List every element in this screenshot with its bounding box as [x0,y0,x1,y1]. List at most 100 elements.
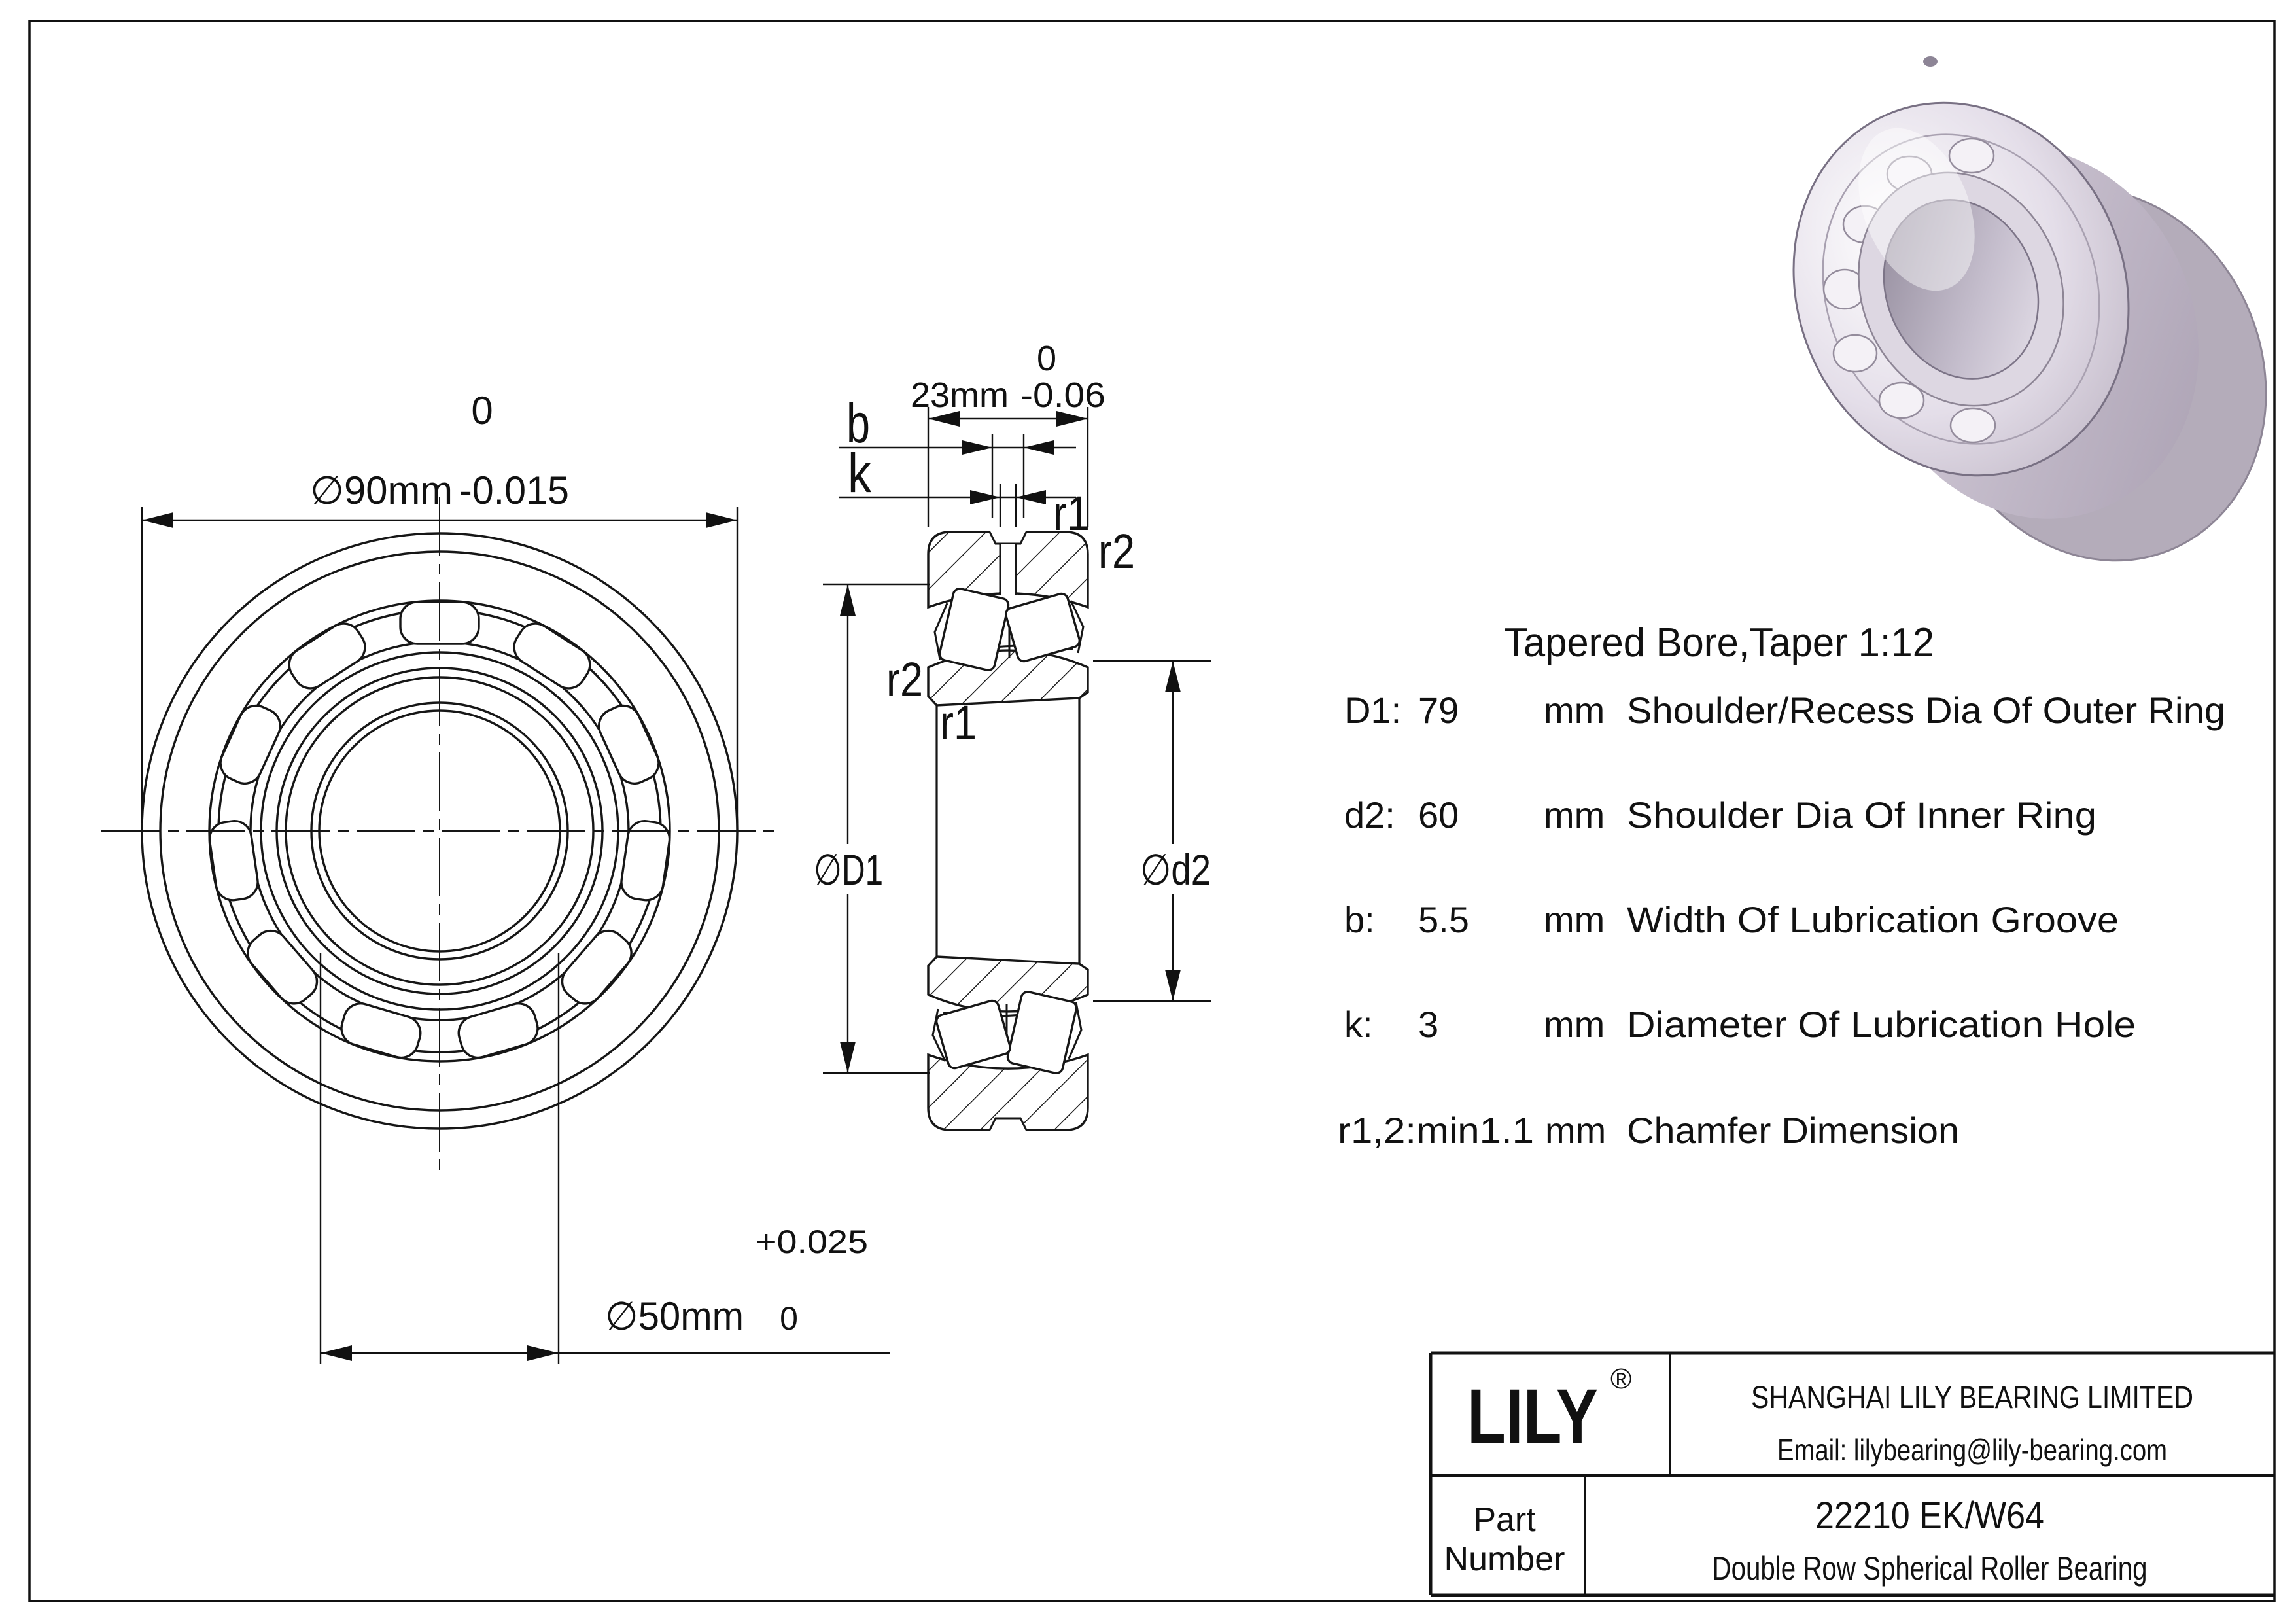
spec-value: 79 [1418,690,1459,731]
label-b: b [846,393,870,454]
spec-desc: Width Of Lubrication Groove [1627,899,2119,940]
arrowhead [1056,411,1088,427]
label-r1-left: r1 [940,696,977,750]
dim-90-tol-upper: 0 [471,389,493,432]
dim-23-tol-upper: 0 [1037,339,1056,378]
label-d2: ∅d2 [1140,845,1211,894]
dim-width: 23mm -0.06 0 [911,339,1105,527]
spec-row-D1: D1: 79 mm Shoulder/Recess Dia Of Outer R… [1344,690,2225,731]
bearing-3d-highlight [1858,128,1975,291]
spec-unit: mm [1544,899,1605,940]
spec-label: b: [1344,899,1375,940]
spec-title: Tapered Bore,Taper 1:12 [1504,620,1934,665]
dim-outer-diameter: ∅90mm -0.015 0 [141,389,739,823]
dim-50-value: ∅50mm [605,1294,744,1338]
bearing-3d-bore [1883,199,2040,380]
dim-hole-diameter-k: k [839,442,1076,527]
dim-90-value: ∅90mm [310,468,453,512]
sheet-border [28,20,2276,1602]
part-number: 22210 EK/W64 [1815,1494,2044,1537]
part-label-line2: Number [1444,1540,1565,1578]
spec-unit: mm [1544,794,1605,836]
registered-mark: ® [1610,1363,1631,1395]
arrowhead [970,490,1000,504]
front-roller [597,704,660,785]
bearing-3d-render [1792,56,2267,562]
spec-row-b: b: 5.5 mm Width Of Lubrication Groove [1344,899,2119,940]
spec-label: k: [1344,1004,1373,1045]
label-r1-top: r1 [1053,486,1090,540]
dim-23-value: 23mm [911,376,1009,415]
title-block: LILY ® SHANGHAI LILY BEARING LIMITED Ema… [1429,1351,2274,1597]
spec-desc: Diameter Of Lubrication Hole [1627,1004,2136,1045]
dim-50-tol-lower: 0 [780,1300,798,1337]
section-rollers-top [933,588,1085,671]
spherical-roller [1004,592,1081,663]
spec-desc: Shoulder Dia Of Inner Ring [1627,794,2096,836]
bearing-3d-face-seam [1822,133,2100,445]
company-name: SHANGHAI LILY BEARING LIMITED [1751,1381,2193,1415]
dim-bore-diameter: ∅50mm +0.025 0 [319,953,890,1364]
arrowhead [142,512,173,528]
front-rollers [208,601,671,1059]
dim-groove-width-b: b [839,393,1076,518]
section-view [927,531,1089,1131]
label-r2-left: r2 [886,652,923,707]
front-roller [620,820,671,902]
front-roller [288,622,366,690]
spec-unit: mm [1544,690,1605,731]
spec-desc: Chamfer Dimension [1627,1110,1959,1151]
front-view-centerlines [101,497,775,1174]
front-roller [457,1002,539,1059]
arrowhead [1016,490,1046,504]
spec-desc: Shoulder/Recess Dia Of Outer Ring [1627,690,2225,731]
arrowhead [321,1345,352,1361]
company-email: Email: lilybearing@lily-bearing.com [1777,1433,2167,1467]
dim-d2: ∅d2 [1093,660,1213,1002]
label-k: k [848,442,872,504]
front-roller [340,1002,422,1059]
spherical-roller [938,588,1010,671]
front-roller [247,929,319,1005]
spec-value: 5.5 [1418,899,1469,940]
spec-value: 60 [1418,794,1459,836]
dim-50-tol-upper: +0.025 [756,1224,868,1260]
arrowhead [1165,661,1181,692]
arrowhead [840,584,856,616]
spec-table: Tapered Bore,Taper 1:12 D1: 79 mm Should… [1338,620,2225,1151]
arrowhead [928,411,960,427]
arrowhead [706,512,737,528]
arrowhead [840,1042,856,1073]
bore-small-end-circle [318,709,561,953]
spec-label: r1,2:min1.1 [1338,1110,1534,1151]
spec-unit: mm [1544,1004,1605,1045]
part-label-line1: Part [1473,1501,1536,1539]
front-roller [208,820,259,902]
spec-row-k: k: 3 mm Diameter Of Lubrication Hole [1344,1004,2136,1045]
bearing-3d-lubrication-dot [1923,56,1938,67]
lubrication-groove-top [988,531,1028,595]
dim-D1: ∅D1 [811,583,930,1074]
lubrication-hole [1000,544,1016,595]
company-logo: LILY [1467,1373,1598,1460]
lubrication-groove-bottom [988,1117,1028,1131]
front-roller [513,622,591,690]
front-roller [561,929,633,1005]
part-description: Double Row Spherical Roller Bearing [1713,1550,2148,1587]
arrowhead [1024,440,1054,455]
spec-label: D1: [1344,690,1401,731]
dim-23-tol-lower: -0.06 [1020,376,1105,415]
spec-row-d2: d2: 60 mm Shoulder Dia Of Inner Ring [1344,794,2096,836]
dim-90-tol-lower: -0.015 [459,468,569,512]
label-D1: ∅D1 [814,845,883,894]
label-r2-top-right: r2 [1098,524,1135,578]
spec-unit: mm [1545,1110,1606,1151]
spec-label: d2: [1344,794,1395,836]
spec-value: 3 [1418,1004,1438,1045]
front-roller [219,704,282,785]
arrowhead [1165,970,1181,1001]
arrowhead [962,440,992,455]
spec-row-chamfer: r1,2:min1.1 mm Chamfer Dimension [1338,1110,1959,1151]
arrowhead [527,1345,559,1361]
